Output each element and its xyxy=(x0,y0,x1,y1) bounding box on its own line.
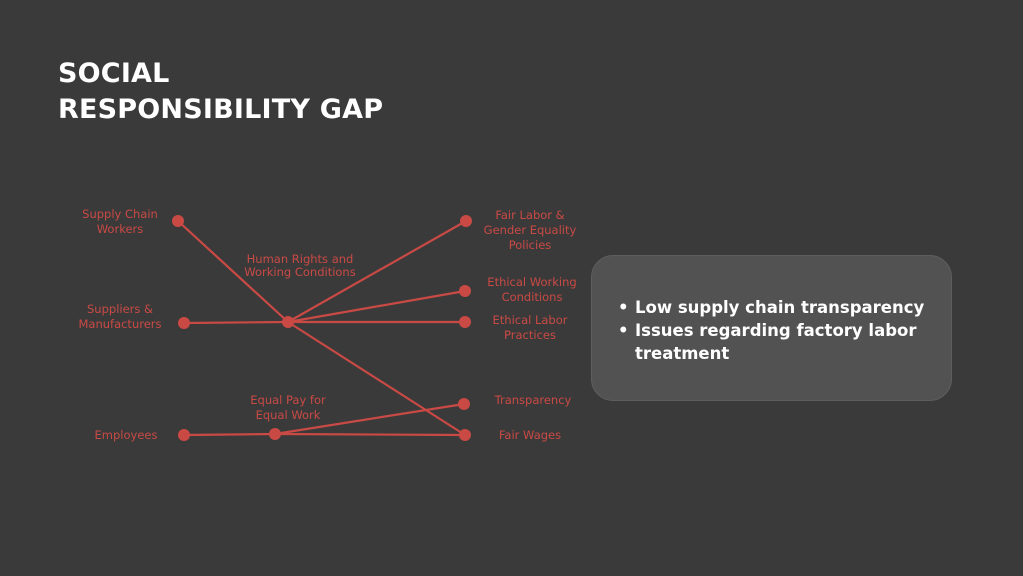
node-transparency xyxy=(458,398,470,410)
edge-human-rights-to-fair-wages xyxy=(287,321,466,436)
node-employees xyxy=(178,429,190,441)
edge-supply-chain-workers-to-human-rights xyxy=(177,220,289,323)
label-transparency: Transparency xyxy=(494,393,572,407)
label-fair-wages: Fair Wages xyxy=(499,428,561,442)
edge-human-rights-to-ethical-working xyxy=(287,289,466,324)
issue-text: Low supply chain transparency xyxy=(635,298,925,317)
issue-item: • Low supply chain transparency xyxy=(618,296,938,319)
bullet-icon: • xyxy=(618,321,629,340)
edge-employees-to-equal-pay xyxy=(183,432,276,437)
label-employees: Employees xyxy=(95,428,158,442)
issues-list: • Low supply chain transparency • Issues… xyxy=(618,296,938,365)
bullet-icon: • xyxy=(618,298,629,317)
node-ethical-labor xyxy=(459,316,471,328)
diagram-nodes xyxy=(172,215,472,441)
edge-equal-pay-to-fair-wages xyxy=(274,432,466,437)
edge-human-rights-to-fair-labor xyxy=(287,220,467,323)
slide-title: SOCIAL RESPONSIBILITY GAP xyxy=(58,56,383,128)
node-suppliers-manufacturers xyxy=(178,317,190,329)
diagram-edges xyxy=(177,220,467,437)
node-ethical-working xyxy=(459,285,471,297)
node-human-rights xyxy=(282,316,294,328)
node-fair-labor xyxy=(460,215,472,227)
edge-suppliers-manufacturers-to-human-rights xyxy=(183,320,289,325)
issues-panel: • Low supply chain transparency • Issues… xyxy=(591,255,952,401)
node-equal-pay xyxy=(269,428,281,440)
node-supply-chain-workers xyxy=(172,215,184,227)
issue-item: • Issues regarding factory labor treatme… xyxy=(618,319,938,365)
slide-title-line-1: SOCIAL xyxy=(58,58,170,89)
edge-equal-pay-to-transparency xyxy=(274,402,465,436)
issue-text: Issues regarding factory labor treatment xyxy=(635,321,917,363)
node-fair-wages xyxy=(459,429,471,441)
slide-title-line-2: RESPONSIBILITY GAP xyxy=(58,94,384,125)
label-suppliers-manufacturers: Suppliers &Manufacturers xyxy=(78,302,161,331)
